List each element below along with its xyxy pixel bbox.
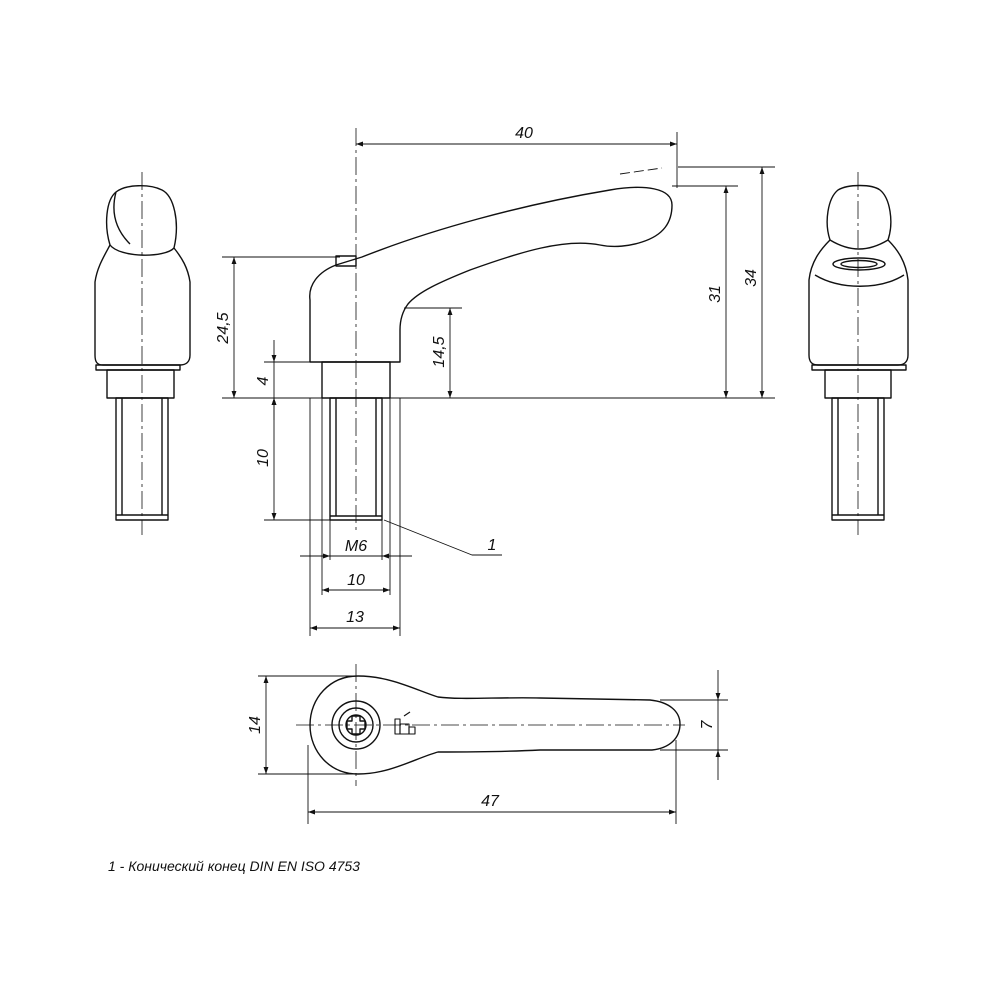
left-side-view [94,185,191,521]
dim-label-14: 14 [247,716,264,734]
dim-label-10-vertical: 10 [255,449,272,467]
dimension-labels: 40 34 31 24,5 14,5 4 10 M6 10 13 14 7 47… [215,125,760,810]
dim-label-m6: M6 [345,538,367,555]
right-knob-slot [832,257,886,271]
dimension-lines [231,141,765,815]
right-side-view [808,184,909,521]
footnote: 1 - Конический конец DIN EN ISO 4753 [108,858,360,874]
dim-label-34: 34 [743,269,760,287]
lever-top-outline [309,675,681,775]
dim-label-4: 4 [255,376,272,385]
lever-body [309,186,673,363]
callout-leader [383,519,502,556]
dim-label-14-5: 14,5 [431,336,448,367]
extension-lines [222,132,775,824]
dim-label-47: 47 [481,793,500,810]
front-view [309,186,673,521]
left-knob-head [94,185,191,366]
dim-label-10-horizontal: 10 [347,572,365,589]
dim-label-24-5: 24,5 [215,312,232,344]
dim-label-7: 7 [699,719,716,729]
center-lines [141,128,859,786]
callout-label-1: 1 [488,537,497,554]
dim-label-40: 40 [515,125,533,142]
left-collar [106,369,175,399]
dim-label-13: 13 [346,609,364,626]
dim-label-31: 31 [707,285,724,303]
right-knob-head [808,184,909,366]
brand-logo-icon [394,711,416,735]
